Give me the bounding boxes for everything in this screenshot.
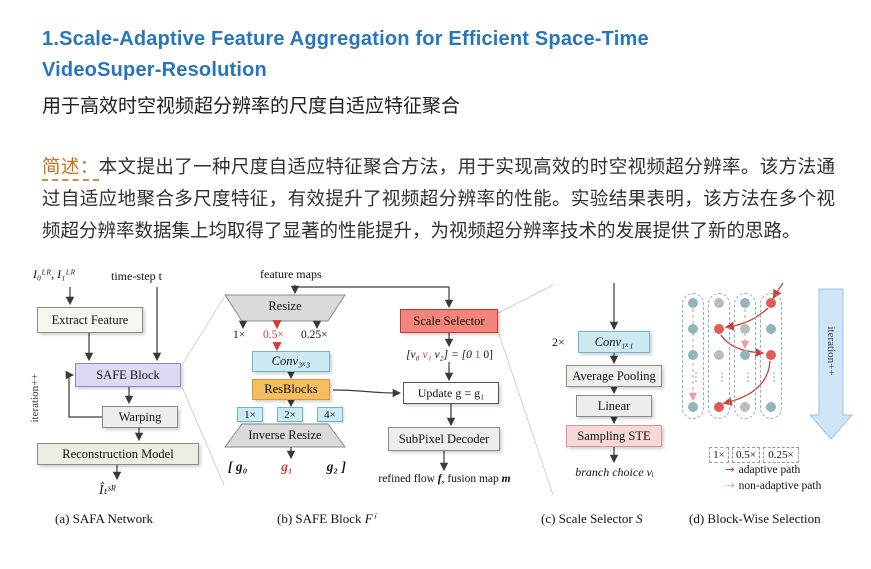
caption-b: (b) SAFE Block Fⁱ (277, 511, 375, 527)
scale-label-05x: 0.5× (732, 447, 760, 463)
sr-output-label: Îₜˢᴿ (99, 482, 117, 497)
branch-choice-label: branch choice vᵢ (575, 465, 654, 479)
legend-non-adaptive-label: non-adaptive path (738, 480, 822, 492)
resblocks-box: ResBlocks (252, 379, 330, 400)
adaptive-path-arrow-icon: → (725, 462, 735, 476)
iteration-label-a: iteration++ (29, 373, 41, 423)
article: 1.Scale-Adaptive Feature Aggregation for… (25, 24, 855, 546)
paper-subtitle-cn: 用于高效时空视频超分辨率的尺度自适应特征聚合 (42, 96, 461, 117)
iteration-label-d: iteration++ (825, 326, 837, 376)
g1-selected-label: g₁ (281, 459, 293, 474)
reconstruction-model-box: Reconstruction Model (37, 443, 199, 465)
legend-non-adaptive: ⇢non-adaptive path (725, 478, 821, 492)
note-pre: refined flow (378, 473, 438, 485)
paper-title: 1.Scale-Adaptive Feature Aggregation for… (42, 24, 835, 86)
v-pre: [v₀ (406, 349, 423, 361)
fusion-m-symbol: m (501, 473, 511, 485)
caption-c-math: S (635, 511, 643, 526)
scale-column-box-1 (708, 293, 730, 419)
summary-label: 简述： (42, 156, 99, 181)
scale-column-box-0 (682, 293, 704, 419)
input-frames-label: I₀ᴸᴿ, I₁ᴸᴿ (33, 267, 76, 281)
branch-025x-label: 0.25× (301, 329, 328, 341)
summary-text: 本文提出了一种尺度自适应特征聚合方法，用于实现高效的时空视频超分辨率。该方法通过… (42, 156, 835, 241)
scale-label-025x: 0.25× (763, 447, 799, 463)
extract-feature-box: Extract Feature (37, 307, 143, 333)
resize-label: Resize (268, 299, 302, 313)
feature-maps-label: feature maps (260, 267, 322, 281)
scale-selector-box: Scale Selector (400, 309, 498, 333)
safe-block-box: SAFE Block (75, 363, 181, 387)
linear-box: Linear (576, 395, 652, 417)
scale-column-box-2 (734, 293, 756, 419)
average-pooling-box: Average Pooling (566, 365, 662, 387)
refined-flow-note: refined flow f, fusion map m (367, 473, 522, 485)
flow-f-symbol: f (437, 473, 442, 485)
summary-paragraph: 简述：本文提出了一种尺度自适应特征聚合方法，用于实现高效的时空视频超分辨率。该方… (42, 151, 835, 247)
scale-column-box-3 (760, 293, 782, 419)
figure: I₀ᴸᴿ, I₁ᴸᴿ time-step t Extract Feature S… (25, 261, 855, 546)
caption-b-math: Fⁱ (364, 511, 376, 526)
v-one: 1 (474, 349, 481, 361)
mult-2x-label: 2× (552, 335, 565, 349)
caption-c-text: (c) Scale Selector (541, 511, 636, 526)
upsample-1x-box: 1× (237, 407, 263, 422)
conv3x3-box: Conv₃ₓ₃ (252, 351, 330, 372)
conv1x1-box: Conv₁ₓ₁ (578, 331, 650, 353)
upsample-2x-box: 2× (277, 407, 303, 422)
upsample-4x-box: 4× (317, 407, 343, 422)
title-line-1: 1.Scale-Adaptive Feature Aggregation for… (42, 28, 649, 50)
inverse-resize-label: Inverse Resize (248, 428, 322, 442)
caption-b-text: (b) SAFE Block (277, 511, 365, 526)
subpixel-decoder-box: SubPixel Decoder (388, 427, 500, 451)
legend-adaptive-label: adaptive path (738, 464, 801, 476)
caption-a: (a) SAFA Network (55, 511, 153, 526)
warping-box: Warping (102, 406, 178, 428)
g0-label: [ g₀ (228, 459, 248, 474)
legend-adaptive: →adaptive path (725, 462, 800, 476)
branch-05x-label: 0.5× (263, 329, 284, 341)
non-adaptive-path-arrow-icon: ⇢ (725, 478, 735, 492)
g-outputs-row: [ g₀ g₁ g₂ ] (228, 459, 346, 475)
scale-label-1x: 1× (709, 447, 729, 463)
branch-1x-label: 1× (233, 329, 246, 341)
v-mid: v₂] = [0 (431, 349, 475, 361)
timestep-label: time-step t (111, 269, 162, 283)
caption-d: (d) Block-Wise Selection (689, 511, 821, 526)
sampling-ste-box: Sampling STE (566, 425, 662, 447)
title-line-2: VideoSuper-Resolution (42, 59, 267, 81)
note-mid: , fusion map (441, 473, 502, 485)
g2-label: g₂ ] (326, 459, 346, 474)
update-g-box: Update g = g₁ (403, 382, 499, 404)
v1-selected: v₁ (422, 349, 432, 361)
caption-c: (c) Scale Selector S (541, 511, 642, 527)
v-post: 0] (480, 349, 493, 361)
branch-vector-row: [v₀ v₁ v₂] = [0 1 0] (387, 349, 512, 361)
